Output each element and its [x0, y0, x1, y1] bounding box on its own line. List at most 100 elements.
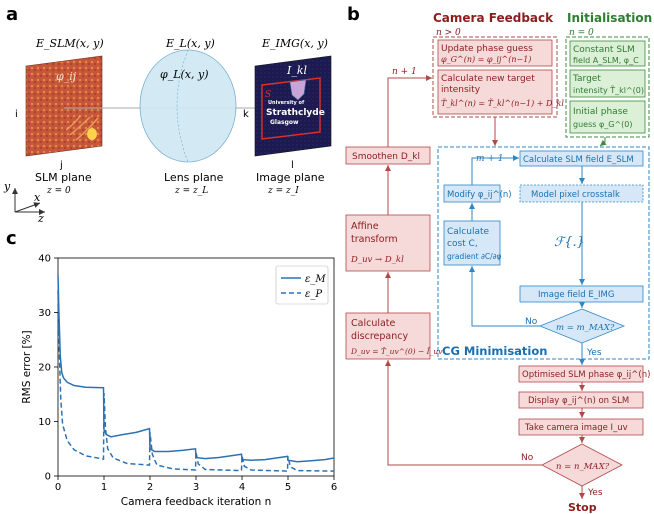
- init-to-cg-arrow: [599, 137, 607, 147]
- smoothen-box: [345, 146, 431, 165]
- affine-line1: Affine: [351, 221, 379, 232]
- no-to-discrepancy-arrow: [385, 360, 542, 466]
- axis-x-arrow: [14, 202, 41, 213]
- yes-label-m: Yes: [586, 348, 602, 358]
- panel-b-label: b: [347, 4, 360, 25]
- calc-target-line2: intensity: [441, 85, 481, 95]
- optimised-slm-box: [518, 365, 644, 383]
- y-tick-label: 0: [45, 472, 51, 483]
- lens-plane-title: Lens plane: [164, 171, 224, 184]
- axis-y-label: y: [3, 180, 11, 193]
- target-intensity-line2: intensity T̃_kl^(0): [573, 85, 644, 95]
- slm-plane-image: [25, 55, 103, 157]
- lens-plane-z: z = z_L: [174, 186, 208, 196]
- logo-line3: Glasgow: [270, 119, 299, 126]
- index-k-label: k: [243, 109, 249, 120]
- legend-label: ε_P: [305, 289, 322, 300]
- target-intensity-line1: Target: [572, 74, 601, 84]
- affine-line3: D_uv → D_kl: [350, 255, 404, 265]
- logo-line2: Strathclyde: [266, 108, 325, 118]
- y-axis-label: RMS error [%]: [21, 330, 33, 403]
- y-tick-label: 20: [38, 363, 51, 374]
- y-tick-label: 10: [38, 417, 51, 428]
- crosstalk-label: Model pixel crosstalk: [531, 190, 620, 200]
- take-camera-box: [518, 418, 644, 436]
- logo-line1: University of: [268, 100, 305, 106]
- const-slm-line2: field A_SLM, φ_C: [573, 56, 639, 65]
- init-phase-line2: guess φ_G^(0): [573, 120, 632, 129]
- panel-a-label: a: [6, 4, 18, 25]
- x-axis-label: Camera feedback iteration n: [121, 496, 271, 508]
- legend-box: [275, 265, 329, 305]
- n-max-label: n = n_MAX?: [556, 462, 610, 472]
- modify-to-slm-arrow: [471, 155, 519, 185]
- slm-field-label: E_SLM(x, y): [35, 37, 104, 50]
- discrepancy-box: [345, 312, 431, 360]
- camera-feedback-condition: n > 0: [436, 28, 461, 38]
- const-slm-line1: Constant SLM: [573, 45, 635, 55]
- img-field-label: E_IMG(x, y): [261, 37, 328, 50]
- no-label-n: No: [521, 453, 534, 463]
- calc-cost-line1: Calculate: [447, 227, 489, 237]
- update-phase-line2: φ_G^(n) = φ_ij^(n−1): [441, 55, 531, 64]
- n-plus-1-label: n + 1: [392, 67, 417, 77]
- loop-n-arrow: [387, 75, 432, 147]
- image-plane-image: [254, 55, 332, 157]
- discrepancy-line2: discrepancy: [351, 331, 408, 342]
- slm-fringes: [65, 115, 99, 141]
- x-tick-label: 5: [285, 482, 291, 493]
- discrepancy-line1: Calculate: [351, 318, 396, 329]
- yes-label-n: Yes: [587, 488, 603, 498]
- panel-a: a E_SLM(x, y) E_L(x, y) E_IMG(x, y) φ_ij…: [3, 4, 332, 225]
- initialisation-group: [565, 36, 650, 138]
- lens-inner-curve: [176, 49, 189, 163]
- cg-minimisation-group: [437, 146, 650, 360]
- calc-target-line1: Calculate new target: [441, 74, 535, 84]
- legend-label: ε_M: [305, 274, 326, 285]
- calc-target-box: [437, 69, 553, 115]
- target-intensity-box: [569, 69, 646, 98]
- image-region-S: [261, 77, 321, 140]
- axis-z-label: z: [37, 212, 44, 225]
- x-tick-label: 3: [193, 482, 199, 493]
- lens-field-label: E_L(x, y): [165, 37, 215, 50]
- image-plane-z: z = z_I: [267, 186, 299, 196]
- display-label: Display φ_ij^(n) on SLM: [528, 396, 629, 406]
- affine-line2: transform: [351, 234, 398, 245]
- slm-plane-z: z = 0: [46, 186, 71, 196]
- no-to-cost-arrow: [469, 266, 540, 327]
- university-logo-icon: [289, 79, 307, 101]
- calc-slm-field-label: Calculate SLM field E_SLM: [523, 155, 634, 165]
- update-phase-box: [437, 39, 553, 67]
- no-label-m: No: [525, 317, 538, 327]
- x-tick-label: 1: [101, 482, 107, 493]
- initialisation-title: Initialisation: [567, 11, 652, 25]
- lens-phi-label: φ_L(x, y): [160, 68, 209, 81]
- calc-cost-line3: gradient ∂C/∂φ: [447, 252, 501, 261]
- cg-minimisation-title: CG Minimisation: [442, 344, 547, 358]
- image-plane-title: Image plane: [256, 171, 325, 184]
- image-Ikl-label: I_kl: [286, 64, 308, 77]
- stop-label: Stop: [568, 501, 597, 514]
- index-j-label: j: [59, 160, 63, 171]
- discrepancy-line3: D_uv = T̂_uv^(0) − Î_uv: [350, 347, 443, 356]
- display-box: [518, 391, 644, 409]
- initialisation-condition: n = 0: [569, 28, 594, 38]
- m-plus-1-label: m + 1: [476, 154, 504, 164]
- optimised-slm-label: Optimised SLM phase φ_ij^(n): [522, 370, 650, 380]
- x-tick-label: 6: [331, 482, 337, 493]
- region-S-label: S: [265, 90, 271, 100]
- index-l-label: l: [291, 160, 294, 171]
- x-tick-label: 0: [55, 482, 61, 493]
- series-line-eps-p: [57, 290, 335, 472]
- slm-plane-title: SLM plane: [35, 171, 92, 184]
- camera-feedback-title: Camera Feedback: [433, 11, 554, 25]
- slm-phi-label: φ_ij: [56, 70, 77, 83]
- y-tick-label: 30: [38, 308, 51, 319]
- modify-label: Modify φ_ij^(n): [447, 190, 512, 200]
- update-phase-line1: Update phase guess: [441, 44, 533, 54]
- smoothen-label: Smoothen D_kl: [352, 152, 420, 162]
